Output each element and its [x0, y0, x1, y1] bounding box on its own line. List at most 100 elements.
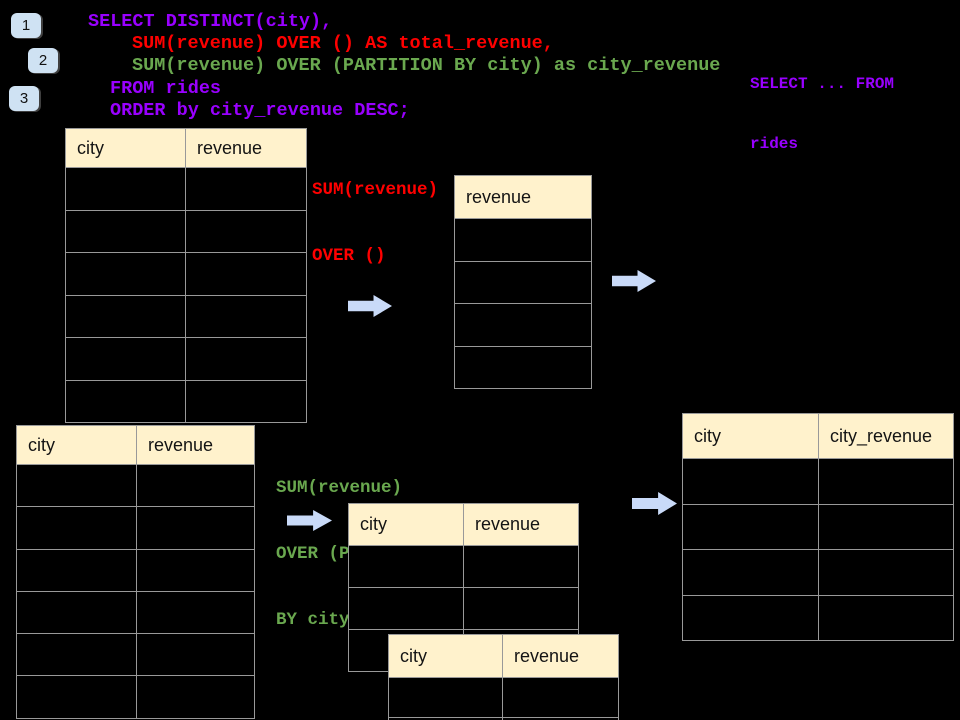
table-cell — [17, 465, 137, 507]
flow-arrow-icon — [632, 492, 677, 515]
table-cell — [17, 676, 137, 718]
table-row — [17, 675, 254, 718]
table-header-row: city revenue — [17, 426, 254, 464]
table-row — [683, 503, 953, 549]
table-row — [683, 458, 953, 504]
table-row — [66, 379, 306, 422]
step-badge-2: 2 — [28, 48, 58, 73]
table-cell — [66, 295, 186, 337]
table-cell — [349, 588, 464, 629]
step-badge-2-label: 2 — [38, 52, 48, 69]
table-cell — [819, 459, 953, 504]
table-row — [683, 549, 953, 595]
annotation-sum-over-partition-line-1: SUM(revenue) — [276, 478, 403, 498]
table-header-row: city revenue — [66, 129, 306, 167]
table-header-row: city city_revenue — [683, 414, 953, 458]
table-row — [349, 587, 578, 629]
step-badge-1-label: 1 — [21, 17, 31, 34]
table-rides-source-bottom: city revenue — [16, 425, 255, 719]
sql-line-from: FROM rides — [110, 78, 222, 99]
table-cell — [819, 550, 953, 595]
table-cell — [137, 634, 254, 676]
table-cell — [137, 507, 254, 549]
column-header-revenue: revenue — [466, 186, 532, 207]
table-cell — [683, 459, 819, 504]
table-row — [389, 677, 618, 717]
table-cell — [186, 295, 306, 337]
table-cell — [137, 465, 254, 507]
table-cell — [17, 634, 137, 676]
table-row — [455, 260, 591, 303]
table-row — [389, 717, 618, 720]
annotation-sum-over-all: SUM(revenue) OVER () — [312, 135, 438, 311]
annotation-sum-over-all-line-2: OVER () — [312, 246, 386, 266]
flow-arrow-icon — [612, 270, 656, 292]
table-cell — [819, 595, 953, 640]
table-row — [17, 506, 254, 549]
table-row — [17, 464, 254, 507]
table-cell — [683, 504, 819, 549]
table-cell — [66, 168, 186, 210]
sql-note-select-from-rides: SELECT ... FROM rides — [750, 34, 894, 194]
table-header-row: city revenue — [389, 635, 618, 677]
table-cell — [17, 549, 137, 591]
table-cell — [819, 504, 953, 549]
table-cell — [137, 676, 254, 718]
table-row — [66, 252, 306, 295]
table-row — [455, 345, 591, 388]
table-cell — [455, 346, 591, 388]
column-header-revenue: revenue — [148, 434, 214, 455]
sql-line-select: SELECT DISTINCT(city), — [88, 11, 333, 32]
table-row — [17, 633, 254, 676]
table-partition-input-overlap: city revenue — [388, 634, 619, 720]
column-header-city-revenue: city_revenue — [830, 425, 933, 446]
table-cell — [17, 591, 137, 634]
table-cell — [66, 338, 186, 380]
sql-note-line-1: SELECT ... FROM — [750, 75, 895, 93]
table-row — [66, 337, 306, 380]
sql-line-city-revenue: SUM(revenue) OVER (PARTITION BY city) as… — [132, 55, 721, 76]
table-row — [455, 218, 591, 261]
table-rides-source-top: city revenue — [65, 128, 307, 423]
table-cell — [66, 253, 186, 295]
table-cell — [683, 550, 819, 595]
table-cell — [349, 546, 464, 587]
table-cell — [66, 380, 186, 422]
table-row — [17, 548, 254, 591]
sql-note-line-2: rides — [750, 135, 799, 153]
table-cell — [389, 678, 503, 717]
table-cell — [503, 678, 618, 717]
table-cell — [683, 595, 819, 640]
table-header-row: city revenue — [349, 504, 578, 545]
table-row — [349, 545, 578, 587]
step-badge-1: 1 — [11, 13, 41, 38]
table-row — [17, 590, 254, 634]
table-header-row: revenue — [455, 176, 591, 218]
column-header-city: city — [66, 129, 186, 167]
column-header-revenue: revenue — [475, 514, 541, 534]
table-city-revenue-result: city city_revenue — [682, 413, 954, 641]
column-header-city: city — [389, 635, 503, 677]
column-header-city: city — [349, 504, 464, 545]
table-cell — [186, 338, 306, 380]
table-total-revenue: revenue — [454, 175, 592, 389]
table-cell — [186, 253, 306, 295]
table-cell — [137, 591, 254, 634]
table-cell — [186, 210, 306, 252]
annotation-sum-over-partition-line-3: BY city) — [276, 610, 361, 630]
step-badge-3-label: 3 — [19, 90, 29, 107]
table-cell — [464, 588, 578, 629]
column-header-revenue: revenue — [514, 645, 580, 666]
table-cell — [137, 549, 254, 591]
table-row — [66, 167, 306, 210]
table-cell — [455, 261, 591, 303]
column-header-city: city — [17, 426, 137, 464]
table-row — [66, 294, 306, 337]
table-cell — [389, 718, 503, 720]
table-cell — [464, 546, 578, 587]
table-cell — [66, 210, 186, 252]
sql-line-total-revenue: SUM(revenue) OVER () AS total_revenue, — [132, 33, 554, 54]
table-cell — [186, 168, 306, 210]
table-cell — [17, 507, 137, 549]
